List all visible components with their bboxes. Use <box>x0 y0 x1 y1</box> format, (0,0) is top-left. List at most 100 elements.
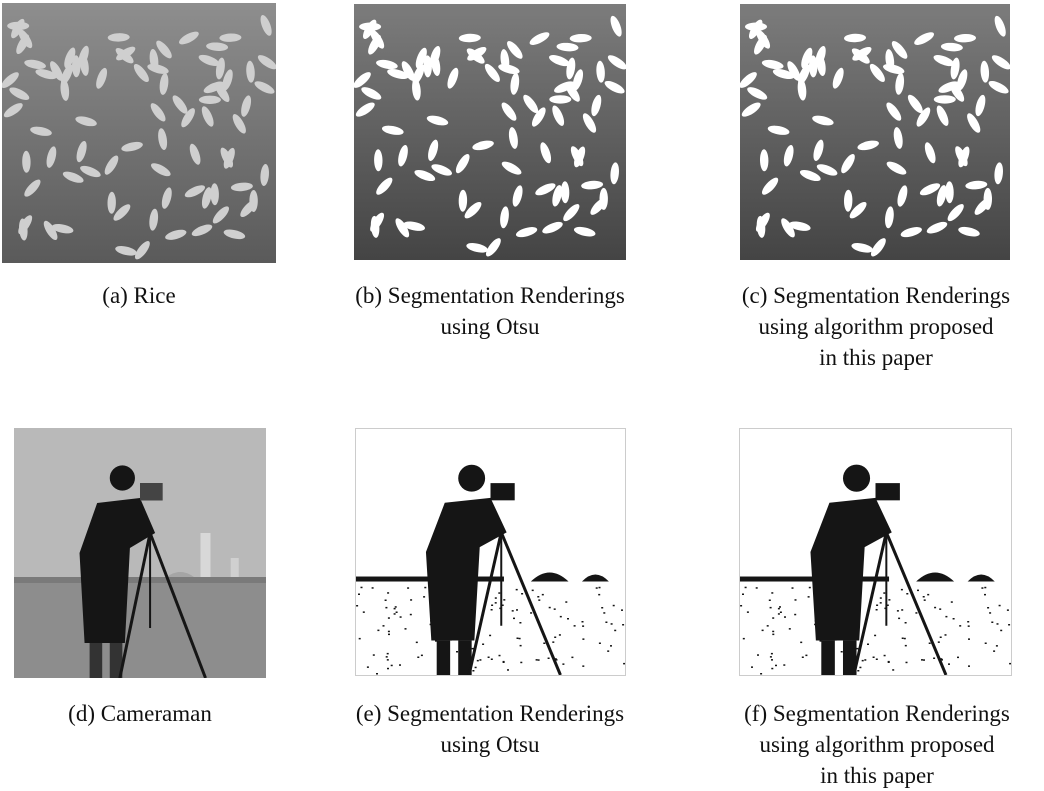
rice-grain <box>219 33 242 42</box>
rice-grain <box>950 82 965 102</box>
rice-grain <box>51 223 74 234</box>
rice-grain <box>24 59 46 70</box>
rice-grain <box>747 87 768 100</box>
rice-grain <box>591 94 602 117</box>
rice-grain <box>75 116 97 127</box>
rice-grain <box>133 63 149 83</box>
rice-grain <box>484 63 500 82</box>
rice-grain <box>897 185 908 207</box>
rice-grain <box>361 87 382 100</box>
rice-grain <box>429 45 441 68</box>
rice-grain <box>958 226 980 237</box>
rice-grain <box>230 182 253 192</box>
rice-grain <box>254 81 275 94</box>
rice-grain <box>80 165 101 178</box>
rice-grain <box>851 48 870 64</box>
rice-grain <box>414 169 436 182</box>
rice-grain <box>933 95 956 104</box>
rice-grain <box>198 54 220 66</box>
rice-grain <box>801 47 813 69</box>
rice-grain <box>566 57 576 80</box>
rice-grain <box>523 94 539 114</box>
rice-grain <box>423 55 432 78</box>
rice-grain <box>967 113 981 133</box>
rice-grain <box>893 127 903 149</box>
rice-grain <box>512 185 523 207</box>
rice-grain <box>428 139 439 161</box>
rice-grain <box>610 162 619 185</box>
caption-d: (d) Cameraman <box>68 701 212 726</box>
cameraman-otsu-image <box>355 428 626 676</box>
rice-grain <box>181 108 195 128</box>
rice-grain <box>223 147 235 169</box>
rice-grain <box>549 55 570 67</box>
rice-original-image <box>2 3 276 263</box>
rice-grain <box>844 33 866 43</box>
rice-grain <box>954 33 976 43</box>
rice-grain <box>991 55 1010 70</box>
rice-grain <box>3 103 23 118</box>
rice-grain <box>19 218 28 241</box>
rice-grain <box>260 164 269 186</box>
caption-c: (c) Segmentation Renderings using algori… <box>741 283 1011 370</box>
rice-grain <box>206 42 229 51</box>
rice-grain <box>813 139 824 161</box>
rice-grain <box>531 107 546 127</box>
rice-grain <box>485 238 501 257</box>
rice-grain <box>933 55 955 67</box>
rice-grain <box>891 41 908 59</box>
rice-grain <box>756 29 771 49</box>
rice-grain <box>466 48 485 64</box>
rice-grain <box>508 127 518 149</box>
rice-grain <box>501 161 522 175</box>
rice-grain <box>900 227 922 238</box>
rice-grain <box>161 187 172 209</box>
rice-grain <box>851 243 873 253</box>
rice-grain <box>885 206 894 229</box>
rice-grain <box>596 60 605 83</box>
rice-grain <box>857 140 879 151</box>
rice-grain <box>940 42 963 52</box>
rice-grain <box>563 204 580 222</box>
rice-grain <box>529 32 550 45</box>
rice-grain <box>178 31 199 45</box>
rice-grain <box>43 220 58 240</box>
rice-grain <box>849 201 867 219</box>
rice-grain <box>607 55 626 70</box>
rice-grain <box>466 243 488 253</box>
rice-grain <box>507 41 523 59</box>
rice-grain <box>756 215 766 238</box>
rice-grain <box>610 15 622 37</box>
rice-grain <box>767 125 790 135</box>
rice-grain <box>957 69 968 91</box>
rice-grain <box>983 187 992 210</box>
rice-otsu-image <box>354 4 626 260</box>
rice-grain <box>924 142 936 164</box>
rice-grain <box>223 229 246 240</box>
rice-grain <box>46 146 57 168</box>
rice-grain <box>61 64 73 85</box>
rice-grain <box>843 189 853 212</box>
rice-grain <box>107 33 130 42</box>
rice-grain <box>458 33 481 43</box>
rice-grain <box>241 95 252 117</box>
rice-grain <box>745 22 767 31</box>
rice-grain <box>498 64 520 74</box>
rice-grain <box>387 68 409 80</box>
rice-grain <box>832 67 844 89</box>
rice-grain <box>535 183 556 196</box>
rice-grain <box>816 164 838 176</box>
rice-grain <box>158 128 168 150</box>
rice-grain <box>35 69 57 80</box>
rice-grain <box>22 150 31 173</box>
rice-grain <box>96 67 108 89</box>
rice-grain <box>222 69 233 91</box>
rice-grain <box>895 72 905 95</box>
rice-grain <box>18 29 33 49</box>
rice-grain <box>841 154 855 174</box>
rice-grain <box>30 126 52 136</box>
rice-grain <box>156 40 172 59</box>
rice-grain <box>215 83 230 103</box>
rice-grain <box>604 80 625 94</box>
rice-grain <box>260 15 272 36</box>
